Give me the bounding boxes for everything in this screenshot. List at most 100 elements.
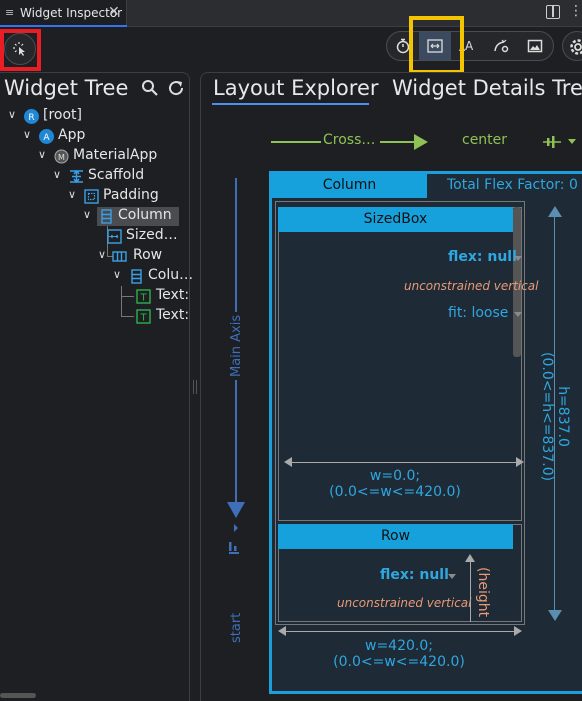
- invert-oversized-images-button[interactable]: [519, 32, 551, 60]
- sizedbox-header-label: SizedBox: [363, 211, 428, 227]
- search-icon[interactable]: [141, 79, 159, 97]
- tab-widget-details-tree[interactable]: Widget Details Tree: [392, 76, 582, 100]
- cross-axis-label: Cross…: [323, 132, 376, 148]
- select-widget-mode-button[interactable]: [4, 33, 36, 65]
- column-icon: [131, 269, 142, 284]
- performance-overlay-button[interactable]: [387, 32, 419, 60]
- chevron-down-icon[interactable]: ∨: [83, 208, 92, 221]
- tree-connector: [121, 316, 134, 317]
- chevron-down-icon[interactable]: [448, 574, 456, 579]
- height-arrow-down-icon: [548, 610, 562, 621]
- tree-node-label: Column: [118, 207, 172, 223]
- cross-axis-alignment-icon[interactable]: [542, 134, 562, 150]
- sizedbox-header: [278, 207, 513, 232]
- padding-icon: [84, 189, 99, 204]
- column-height-text: h=837.0 (0.0<=h<=837.0): [539, 352, 571, 482]
- chevron-down-icon[interactable]: ∨: [8, 108, 17, 121]
- width-arrow-left-icon: [284, 457, 292, 467]
- tree-node-label: [root]: [43, 107, 82, 123]
- tree-node-label: Sized…: [126, 227, 178, 243]
- tree-node-label: Scaffold: [88, 167, 145, 183]
- layout-explorer-toggle-button[interactable]: [419, 32, 451, 60]
- svg-text:T: T: [139, 293, 147, 304]
- text-widget-icon: T: [136, 309, 151, 324]
- chevron-down-icon[interactable]: ∨: [23, 128, 32, 141]
- main-axis-alignment-value: start: [229, 612, 244, 643]
- sizedbox-flex-dropdown[interactable]: flex: null: [448, 249, 517, 265]
- sizedbox-scrollbar[interactable]: [513, 207, 521, 357]
- tab-widget-inspector[interactable]: ≡ Widget Inspector ✕: [0, 0, 127, 27]
- repaint-rainbow-button[interactable]: [485, 32, 517, 60]
- row-height-note: (height: [475, 567, 491, 618]
- column-layout-box: [269, 171, 582, 694]
- text-widget-icon: T: [136, 289, 151, 304]
- widget-tree-title: Widget Tree: [4, 76, 129, 100]
- cross-axis-line: [271, 141, 321, 143]
- svg-text:R: R: [28, 113, 34, 123]
- row-header-label: Row: [380, 528, 411, 544]
- tree-node-label: App: [58, 127, 86, 143]
- tab-label: Widget Inspector: [20, 6, 123, 20]
- tree-connector: [107, 256, 113, 257]
- highlight-annotation-yellow: [409, 16, 464, 74]
- repaint-rainbow-icon: [494, 39, 509, 53]
- chevron-down-icon[interactable]: ∨: [68, 188, 77, 201]
- row-icon: [112, 251, 127, 262]
- total-flex-factor: Total Flex Factor: 0: [447, 177, 578, 193]
- tree-node-label: MaterialApp: [73, 147, 158, 163]
- active-tab-indicator: [0, 25, 127, 27]
- chevron-down-icon[interactable]: [514, 312, 522, 317]
- panel-resize-handle[interactable]: [193, 380, 197, 394]
- main-axis-alignment-icon[interactable]: [227, 540, 241, 556]
- main-axis-label: Main Axis: [229, 311, 244, 380]
- highlight-annotation-red: [0, 29, 41, 71]
- tool-window-icon: ≡: [5, 6, 15, 19]
- cross-axis-alignment-value: center: [462, 132, 508, 148]
- split-editor-icon[interactable]: [546, 5, 560, 19]
- layout-explorer-icon: [427, 39, 443, 53]
- chevron-down-icon[interactable]: [568, 139, 576, 144]
- image-icon: [527, 39, 543, 53]
- width-dimension-line: [290, 462, 516, 463]
- cross-axis-line: [380, 141, 418, 143]
- tree-horizontal-scrollbar[interactable]: [0, 693, 36, 698]
- chevron-down-icon[interactable]: ∨: [113, 268, 122, 281]
- performance-stopwatch-icon: [396, 38, 410, 54]
- svg-text:T: T: [139, 313, 147, 324]
- sizedbox-icon: [107, 229, 122, 244]
- widget-tree-panel: [0, 72, 190, 701]
- svg-text:A: A: [465, 39, 474, 53]
- cross-axis-arrow-icon: [414, 134, 428, 150]
- tree-connector: [121, 296, 134, 297]
- tree-node-label: Text:: [156, 307, 190, 323]
- column-icon: [101, 209, 112, 224]
- row-height-line: [470, 560, 471, 622]
- scaffold-icon: [70, 169, 83, 184]
- height-arrow-up-icon: [465, 554, 475, 562]
- app-badge-icon: A: [39, 129, 54, 144]
- svg-text:A: A: [43, 133, 50, 143]
- column-height-line: [554, 214, 555, 614]
- column-width-text: w=420.0; (0.0<=w<=420.0): [333, 638, 465, 670]
- tree-connector: [121, 286, 122, 317]
- chevron-down-icon[interactable]: [514, 256, 522, 261]
- more-options-icon[interactable]: ⋮: [569, 3, 582, 19]
- chevron-down-icon[interactable]: ∨: [98, 248, 107, 261]
- refresh-icon[interactable]: [167, 79, 185, 97]
- tab-layout-explorer[interactable]: Layout Explorer: [213, 76, 379, 100]
- column-header: [272, 174, 427, 198]
- height-arrow-up-icon: [548, 206, 562, 217]
- chevron-down-icon[interactable]: ∨: [53, 168, 62, 181]
- chevron-down-icon[interactable]: ∨: [38, 148, 47, 161]
- width-arrow-left-icon: [278, 626, 286, 636]
- chevron-right-icon[interactable]: [234, 524, 238, 532]
- inspector-toggle-group: A A: [386, 31, 554, 61]
- width-dimension-line: [284, 631, 516, 632]
- tree-node-label: Row: [133, 247, 163, 263]
- tree-connector: [107, 236, 113, 237]
- sizedbox-constraint-note: unconstrained vertical: [404, 279, 539, 293]
- row-flex-dropdown[interactable]: flex: null: [380, 567, 449, 583]
- close-icon[interactable]: ✕: [108, 4, 120, 20]
- sizedbox-fit-dropdown[interactable]: fit: loose: [448, 305, 509, 321]
- column-header-label: Column: [322, 177, 377, 193]
